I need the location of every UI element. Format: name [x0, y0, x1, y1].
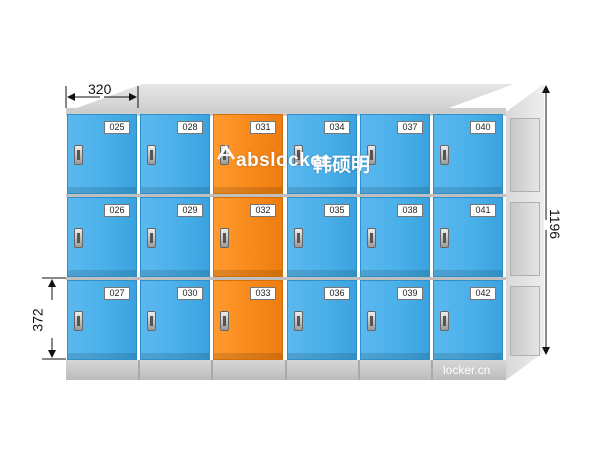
- lock-icon[interactable]: [147, 145, 156, 165]
- door-vent: [288, 270, 356, 276]
- locker-door[interactable]: 026: [67, 197, 137, 277]
- locker-number-label: 038: [397, 204, 423, 217]
- brand-logo-icon: [216, 145, 236, 160]
- locker-number-label: 032: [250, 204, 276, 217]
- lock-icon[interactable]: [294, 311, 303, 331]
- footer-url: locker.cn: [443, 363, 491, 377]
- locker-number-label: 041: [470, 204, 496, 217]
- width-dimension-label: 320: [88, 81, 112, 97]
- door-vent: [288, 187, 356, 193]
- locker-door[interactable]: 033: [213, 280, 283, 360]
- locker-number-label: 027: [104, 287, 130, 300]
- side-panel-row-2: [510, 202, 540, 276]
- door-vent: [434, 270, 502, 276]
- lock-icon[interactable]: [367, 145, 376, 165]
- door-vent: [68, 353, 136, 359]
- door-vent: [141, 187, 209, 193]
- lock-icon[interactable]: [367, 228, 376, 248]
- locker-door[interactable]: 035: [287, 197, 357, 277]
- locker-door[interactable]: 039: [360, 280, 430, 360]
- lock-icon[interactable]: [440, 228, 449, 248]
- locker-number-label: 030: [177, 287, 203, 300]
- door-vent: [434, 187, 502, 193]
- locker-number-label: 028: [177, 121, 203, 134]
- locker-number-label: 042: [470, 287, 496, 300]
- lock-icon[interactable]: [147, 228, 156, 248]
- locker-number-label: 039: [397, 287, 423, 300]
- door-vent: [68, 270, 136, 276]
- lock-icon[interactable]: [74, 145, 83, 165]
- locker-door[interactable]: 032: [213, 197, 283, 277]
- base-segment: [211, 360, 213, 380]
- door-vent: [68, 187, 136, 193]
- locker-number-label: 040: [470, 121, 496, 134]
- lock-icon[interactable]: [74, 311, 83, 331]
- locker-door[interactable]: 025: [67, 114, 137, 194]
- locker-number-label: 029: [177, 204, 203, 217]
- locker-number-label: 025: [104, 121, 130, 134]
- row-divider: [66, 277, 506, 280]
- lock-icon[interactable]: [367, 311, 376, 331]
- brand-logo-text-cn: 韩硕明: [313, 154, 371, 176]
- locker-number-label: 037: [397, 121, 423, 134]
- door-vent: [434, 353, 502, 359]
- door-vent: [361, 187, 429, 193]
- door-vent: [361, 353, 429, 359]
- locker-door[interactable]: 042: [433, 280, 503, 360]
- base-segment: [138, 360, 140, 380]
- locker-number-label: 035: [324, 204, 350, 217]
- locker-door[interactable]: 029: [140, 197, 210, 277]
- locker-door[interactable]: 036: [287, 280, 357, 360]
- side-panel-row-3: [510, 286, 540, 356]
- locker-door[interactable]: 027: [67, 280, 137, 360]
- door-vent: [214, 270, 282, 276]
- door-vent: [141, 270, 209, 276]
- locker-number-label: 036: [324, 287, 350, 300]
- locker-number-label: 034: [324, 121, 350, 134]
- lock-icon[interactable]: [440, 145, 449, 165]
- side-panel-row-1: [510, 118, 540, 192]
- lock-icon[interactable]: [440, 311, 449, 331]
- locker-top-cap: [66, 84, 514, 112]
- door-vent: [361, 270, 429, 276]
- base-segment: [431, 360, 433, 380]
- lock-icon[interactable]: [220, 228, 229, 248]
- lock-icon[interactable]: [74, 228, 83, 248]
- locker-door[interactable]: 028: [140, 114, 210, 194]
- row-height-dimension-label: 372: [29, 308, 46, 332]
- base-segment: [358, 360, 360, 380]
- lock-icon[interactable]: [294, 228, 303, 248]
- locker-top-front: [66, 108, 506, 116]
- locker-door[interactable]: 030: [140, 280, 210, 360]
- height-dimension-label: 1196: [547, 208, 564, 240]
- door-vent: [141, 353, 209, 359]
- locker-number-label: 033: [250, 287, 276, 300]
- lock-icon[interactable]: [294, 145, 303, 165]
- locker-number-label: 026: [104, 204, 130, 217]
- lock-icon[interactable]: [147, 311, 156, 331]
- door-vent: [214, 353, 282, 359]
- door-vent: [288, 353, 356, 359]
- locker-number-label: 031: [250, 121, 276, 134]
- locker-door[interactable]: 038: [360, 197, 430, 277]
- brand-logo-text: abslocker: [236, 150, 330, 171]
- base-segment: [285, 360, 287, 380]
- door-vent: [214, 187, 282, 193]
- locker-door[interactable]: 037: [360, 114, 430, 194]
- locker-door[interactable]: 041: [433, 197, 503, 277]
- lock-icon[interactable]: [220, 311, 229, 331]
- locker-door[interactable]: 034: [287, 114, 357, 194]
- row-divider: [66, 194, 506, 197]
- locker-door[interactable]: 040: [433, 114, 503, 194]
